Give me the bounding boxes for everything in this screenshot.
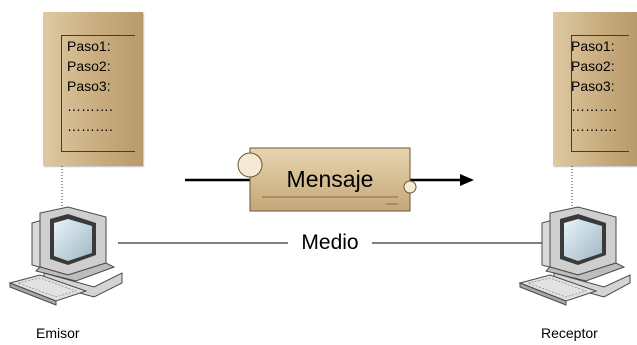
sender-step-ellipsis-1: ………. [67, 98, 113, 114]
receiver-computer-icon [518, 206, 631, 306]
sender-step-2: Paso2: [67, 58, 111, 74]
scroll-curl-left [237, 152, 263, 178]
sender-step-ellipsis-2: ………. [67, 118, 113, 134]
receiver-step-3: Paso3: [571, 78, 615, 94]
receiver-step-ellipsis-2: ………. [571, 118, 617, 134]
sender-steps-list: Paso1: Paso2: Paso3: ………. ………. [67, 36, 113, 136]
scroll-curl-right [403, 180, 417, 194]
arrow-head [460, 174, 474, 186]
receiver-steps-list: Paso1: Paso2: Paso3: ………. ………. [571, 36, 617, 136]
sender-step-1: Paso1: [67, 38, 111, 54]
sender-computer-icon [8, 206, 123, 306]
receiver-label: Receptor [541, 325, 598, 341]
receiver-step-2: Paso2: [571, 58, 615, 74]
message-label: Mensaje [286, 166, 374, 192]
receiver-steps-note: Paso1: Paso2: Paso3: ………. ………. [553, 12, 637, 166]
receiver-step-1: Paso1: [571, 38, 615, 54]
sender-steps-note: Paso1: Paso2: Paso3: ………. ………. [43, 12, 143, 166]
message-scroll [237, 147, 417, 212]
medium-label: Medio [288, 229, 372, 257]
receiver-step-ellipsis-1: ………. [571, 98, 617, 114]
sender-label: Emisor [36, 325, 80, 341]
sender-step-3: Paso3: [67, 78, 111, 94]
